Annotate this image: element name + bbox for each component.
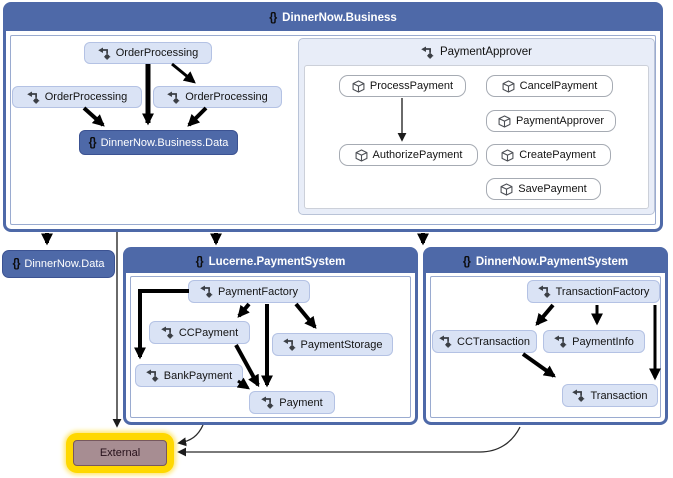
node-label: PaymentStorage	[300, 338, 383, 351]
node-label: CancelPayment	[519, 80, 598, 92]
node-processpayment[interactable]: ProcessPayment	[339, 75, 466, 97]
node-dinnernow-data[interactable]: {} DinnerNow.Data	[2, 250, 115, 278]
node-label: TransactionFactory	[555, 285, 650, 298]
node-createpayment[interactable]: CreatePayment	[486, 144, 611, 166]
node-external[interactable]: External	[73, 440, 167, 466]
edge-lucerne-to-external[interactable]	[177, 424, 204, 447]
node-label: CreatePayment	[519, 149, 596, 161]
class-cube-icon	[355, 149, 368, 162]
container-title: DinnerNow.PaymentSystem	[475, 255, 629, 268]
node-paymentinfo[interactable]: PaymentInfo	[543, 330, 645, 353]
class-cube-icon	[498, 115, 511, 128]
node-label: ProcessPayment	[369, 80, 454, 92]
container-body-dinnernow-business	[10, 35, 656, 225]
node-label: DinnerNow.Data	[24, 258, 105, 270]
node-paymentfactory[interactable]: PaymentFactory	[188, 280, 310, 303]
node-label: OrderProcessing	[185, 91, 268, 103]
node-label: PaymentApprover	[515, 115, 605, 127]
namespace-icon: {}	[88, 136, 97, 149]
namespace-icon: {}	[195, 255, 204, 268]
node-label: BankPayment	[163, 369, 233, 382]
namespace-icon: {}	[12, 258, 20, 270]
node-savepayment[interactable]: SavePayment	[486, 178, 601, 200]
node-label: CCTransaction	[457, 335, 530, 348]
container-title: Lucerne.PaymentSystem	[208, 255, 346, 268]
node-label: OrderProcessing	[115, 47, 199, 59]
type-icon	[161, 326, 174, 339]
node-label: PaymentInfo	[572, 335, 634, 348]
edge-dinnernowpayment-to-external[interactable]	[177, 426, 521, 457]
type-icon	[261, 396, 274, 409]
node-paymentapprover[interactable]: PaymentApprover	[486, 110, 616, 132]
type-icon	[27, 91, 40, 104]
node-dinnernow-business-data[interactable]: {} DinnerNow.Business.Data	[79, 130, 238, 155]
node-label: AuthorizePayment	[372, 149, 463, 161]
type-icon	[283, 338, 296, 351]
node-cancelpayment[interactable]: CancelPayment	[486, 75, 613, 97]
class-cube-icon	[502, 80, 515, 93]
type-icon	[538, 285, 551, 298]
type-icon	[572, 389, 585, 402]
node-ccpayment[interactable]: CCPayment	[149, 321, 250, 344]
group-header-payment-approver[interactable]: PaymentApprover	[299, 39, 654, 65]
container-body-dinnernow-paymentsystem	[430, 276, 661, 418]
node-orderprocessing-top[interactable]: OrderProcessing	[84, 42, 212, 64]
container-header-dinnernow-business[interactable]: {} DinnerNow.Business	[6, 5, 660, 31]
class-cube-icon	[352, 80, 365, 93]
node-transactionfactory[interactable]: TransactionFactory	[527, 280, 660, 303]
node-label: OrderProcessing	[44, 91, 128, 103]
type-icon	[98, 47, 111, 60]
class-cube-icon	[501, 149, 514, 162]
node-label: DinnerNow.Business.Data	[100, 136, 229, 149]
container-body-lucerne	[130, 276, 411, 418]
node-label: Transaction	[590, 389, 648, 402]
container-title: DinnerNow.Business	[282, 12, 397, 24]
type-icon	[554, 335, 567, 348]
node-external-selection-highlight[interactable]: External	[66, 433, 174, 473]
node-transaction[interactable]: Transaction	[562, 384, 658, 407]
node-paymentstorage[interactable]: PaymentStorage	[272, 333, 393, 356]
node-orderprocessing-left[interactable]: OrderProcessing	[12, 86, 142, 108]
group-title: PaymentApprover	[439, 46, 533, 58]
class-cube-icon	[500, 183, 513, 196]
node-label: External	[99, 447, 141, 459]
node-bankpayment[interactable]: BankPayment	[135, 364, 243, 387]
namespace-icon: {}	[269, 12, 277, 24]
container-header-lucerne[interactable]: {} Lucerne.PaymentSystem	[126, 250, 415, 273]
namespace-icon: {}	[462, 255, 471, 268]
node-cctransaction[interactable]: CCTransaction	[432, 330, 537, 353]
type-icon	[146, 369, 159, 382]
node-payment[interactable]: Payment	[249, 391, 335, 414]
node-label: CCPayment	[178, 326, 239, 339]
container-header-dinnernow-paymentsystem[interactable]: {} DinnerNow.PaymentSystem	[426, 250, 665, 273]
type-icon	[439, 335, 452, 348]
type-icon	[421, 46, 434, 59]
node-label: PaymentFactory	[217, 285, 299, 298]
node-orderprocessing-right[interactable]: OrderProcessing	[153, 86, 282, 108]
node-label: Payment	[279, 396, 323, 409]
type-icon	[200, 285, 213, 298]
node-label: SavePayment	[518, 183, 587, 195]
node-authorizepayment[interactable]: AuthorizePayment	[339, 144, 478, 166]
type-icon	[167, 91, 180, 104]
